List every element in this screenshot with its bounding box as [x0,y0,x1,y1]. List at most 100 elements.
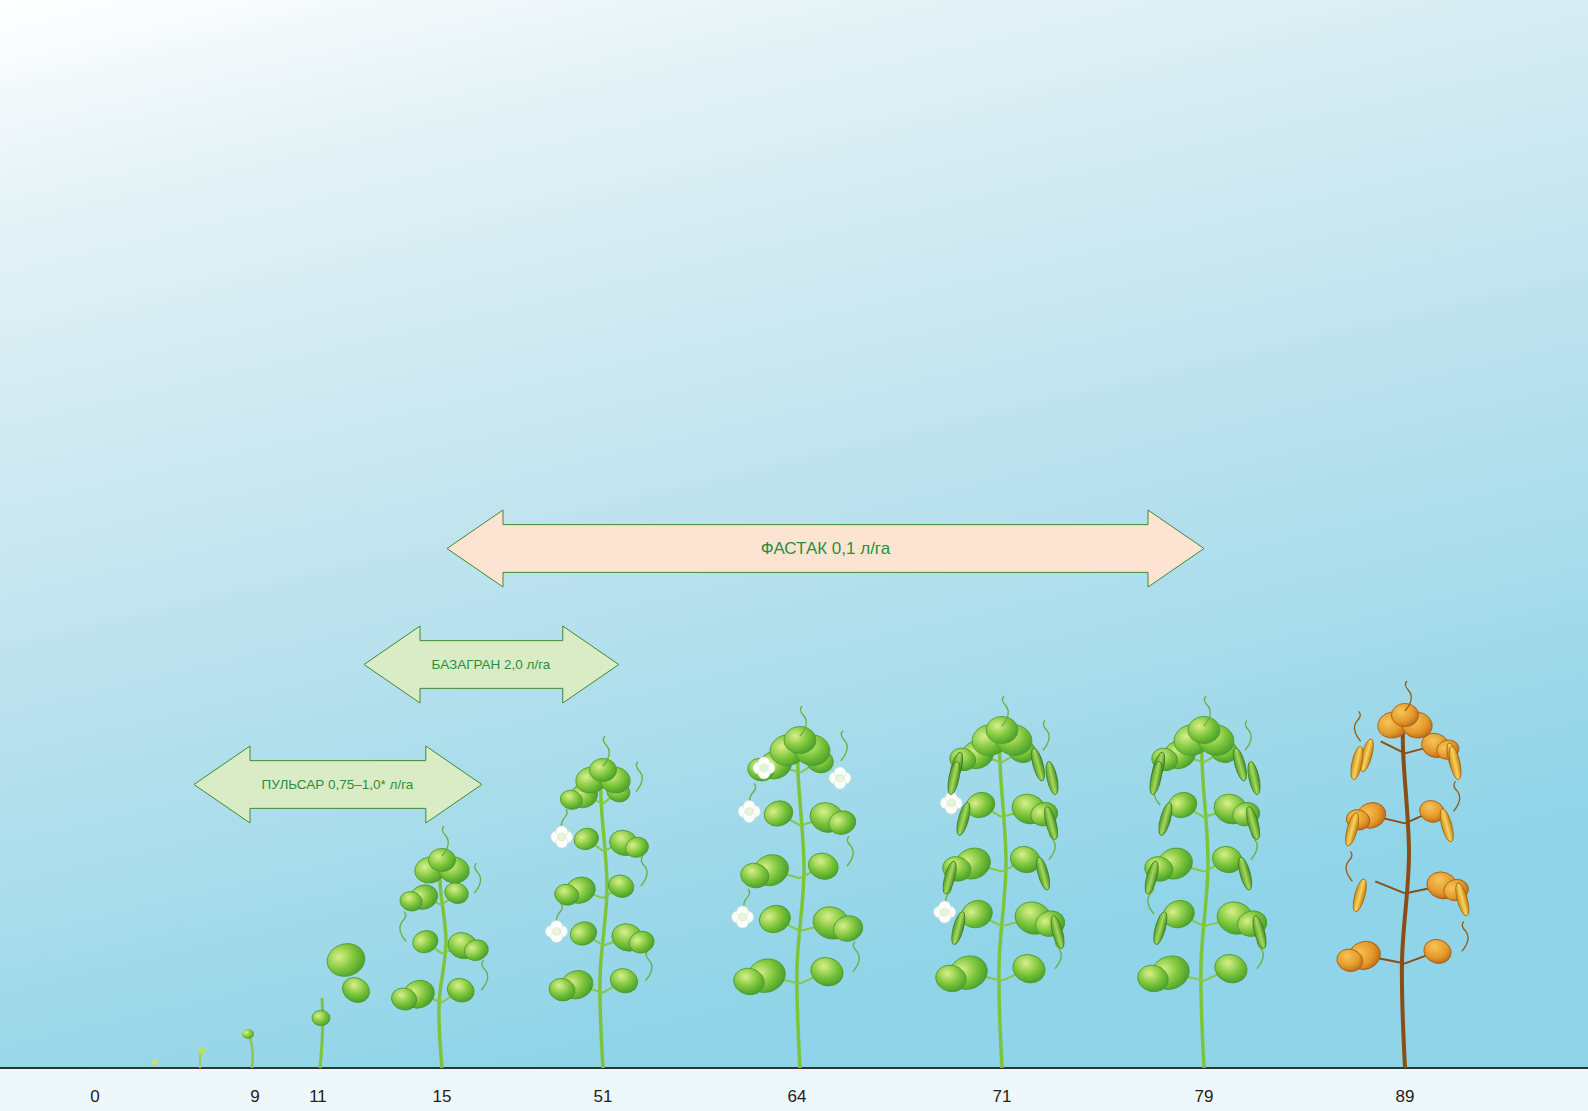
arrow-outline [364,626,619,703]
pod [1349,745,1366,780]
tendril [847,836,853,866]
leaf [745,756,776,784]
leaf [1211,950,1251,987]
leaf [1334,946,1365,974]
stage-number: 89 [1396,1087,1415,1107]
flower [558,833,566,841]
ground-line [0,1067,1588,1069]
leaf [807,953,847,990]
double-arrow: ПУЛЬСАР 0,75–1,0* л/га [194,746,482,823]
leaf [831,912,866,944]
stem [797,738,804,1068]
tendril [1462,921,1468,951]
leaf [805,849,842,884]
leaf [627,929,657,956]
leaf [462,937,491,963]
leaf [567,918,600,949]
stem [1402,713,1409,1068]
leaf [338,973,374,1008]
seedling [250,1038,253,1068]
leaf [1009,950,1049,987]
pod [1034,856,1052,891]
pod [1029,747,1047,782]
seed [152,1059,158,1065]
pod [1044,760,1061,795]
flower [836,774,844,782]
pod [1142,860,1160,895]
stage-number: 51 [594,1087,613,1107]
pod [1447,745,1464,780]
pod [1351,878,1369,913]
leaf [605,871,637,900]
stage-number: 15 [433,1087,452,1107]
stage-number: 11 [309,1087,327,1107]
tendril [603,736,609,766]
leaf [933,962,970,995]
dose-label: БАЗАГРАН 2,0 л/га [432,657,551,672]
sprout [198,1048,206,1054]
dose-label: ФАСТАК 0,1 л/га [761,539,890,559]
leaf [1135,962,1172,995]
leaf [761,797,797,830]
stem [600,768,607,1068]
tendril [841,731,847,761]
leaf [589,758,616,781]
pod [1437,808,1455,843]
plant-illustration [152,681,1472,1068]
pod [1250,914,1268,949]
leaf [1188,716,1220,743]
tendril [1453,781,1459,811]
leaf [442,879,471,906]
flower [760,764,768,772]
tendril [800,706,806,736]
leaf [826,808,858,838]
leaf [546,975,577,1003]
tendril [1204,696,1210,726]
pod [949,910,967,945]
pod [1343,812,1361,847]
leaf [398,889,425,913]
tendril [646,951,652,981]
dose-label: ПУЛЬСАР 0,75–1,0* л/га [262,777,414,792]
ground-strip [0,1068,1588,1111]
flower [552,927,560,935]
leaf [552,882,581,908]
pod [954,801,972,836]
pea-plant [933,696,1068,1068]
leaf [607,965,641,997]
flower [745,807,753,815]
flower [739,913,747,921]
leaf [986,716,1018,743]
pod [1236,856,1254,891]
stem [999,728,1006,1068]
tendril [1002,696,1008,726]
stem [1201,728,1208,1068]
leaf [389,985,419,1013]
leaf [1420,936,1454,968]
tendril [481,960,487,990]
pea-plant [389,826,491,1068]
tendril [400,912,406,942]
sky [0,0,1588,1068]
pod [946,760,963,795]
pea-plant [731,706,866,1068]
pea-plant [1135,696,1270,1068]
tendril [636,762,642,792]
stem [320,998,323,1068]
double-arrow: ФАСТАК 0,1 л/га [447,510,1204,587]
seedling [242,1029,254,1039]
pod [1244,805,1262,840]
pod [1042,805,1060,840]
pea-plant [545,736,656,1068]
pod [1231,747,1249,782]
pod [1048,914,1066,949]
sprout [199,1054,201,1068]
tendril [1043,720,1049,750]
leaf [738,860,772,891]
pod [940,860,958,895]
flower [947,799,955,807]
leaf [312,1010,330,1025]
leaf [410,927,441,956]
pea-plant [1334,681,1471,1068]
